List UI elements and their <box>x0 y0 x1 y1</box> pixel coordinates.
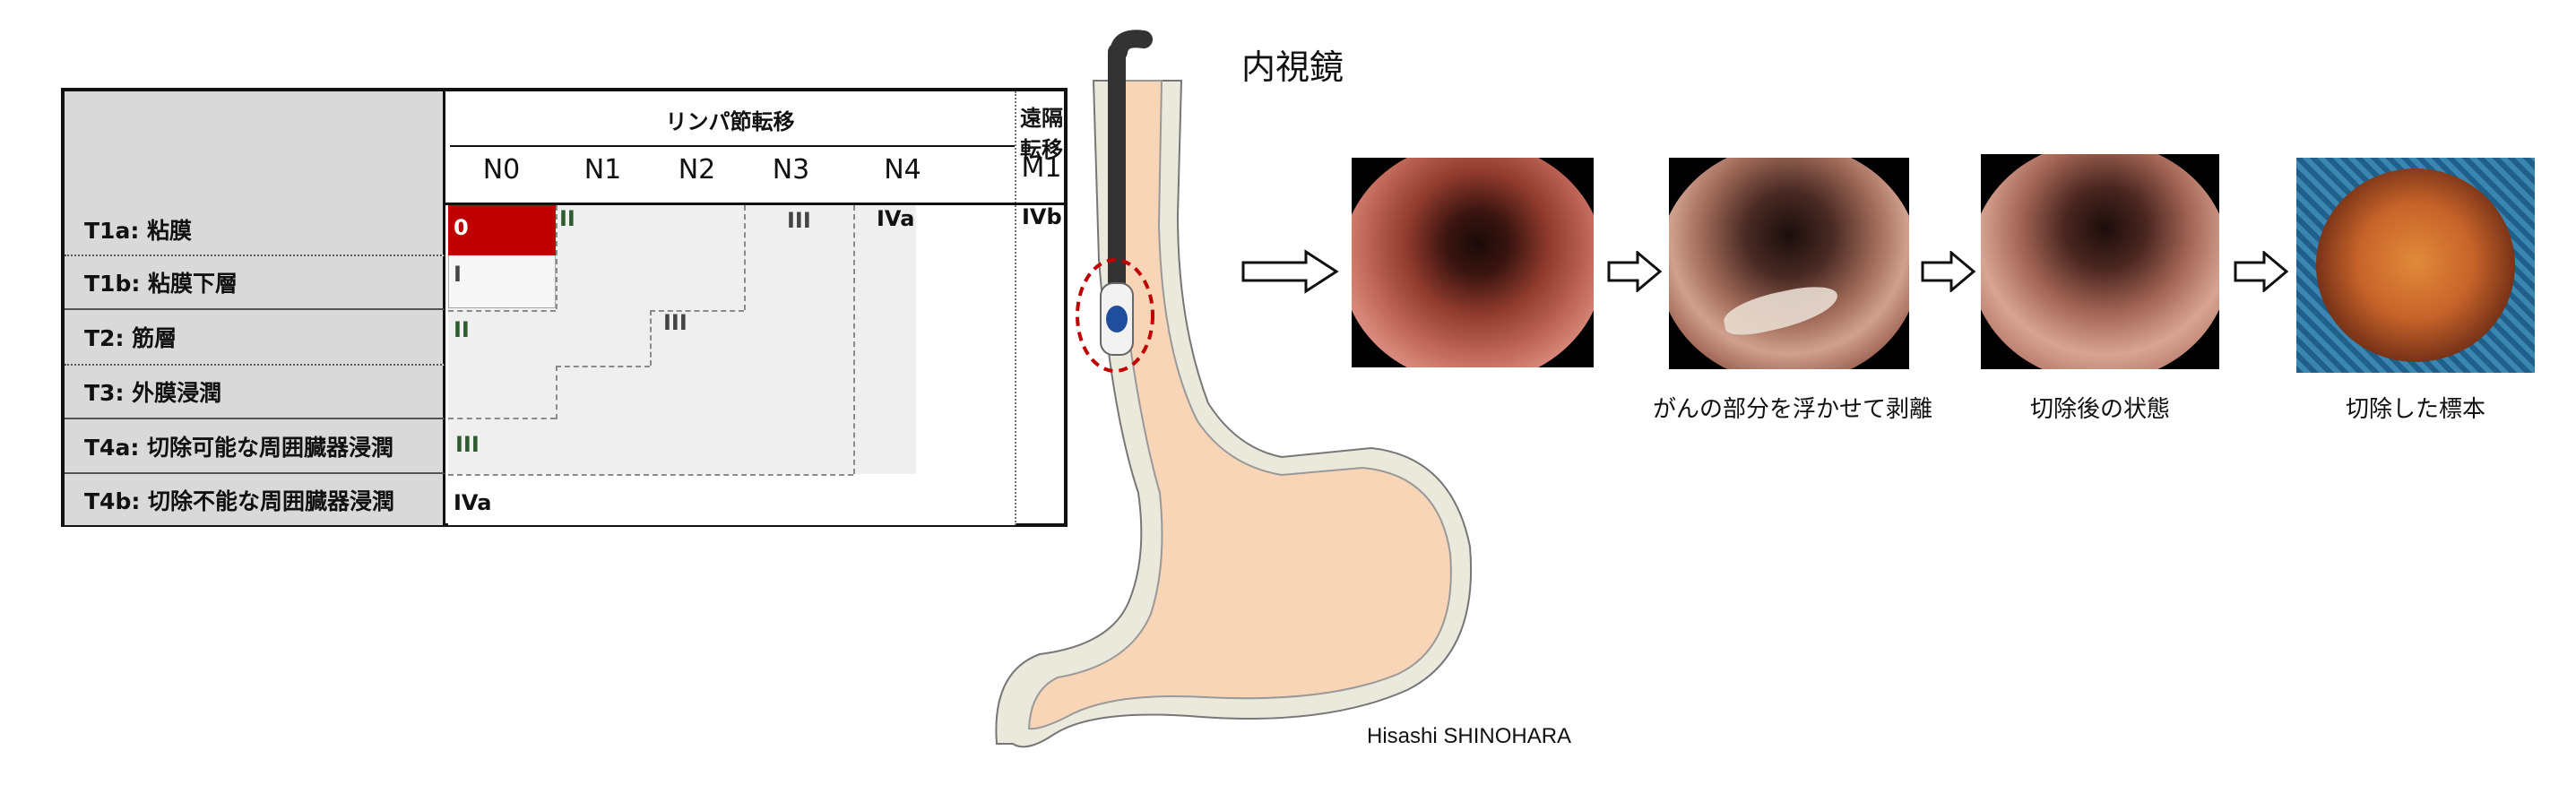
boundary-line <box>448 474 853 476</box>
stage-3-label-t1: III <box>787 208 811 233</box>
col-header-n3: N3 <box>772 154 810 185</box>
col-header-n4: N4 <box>884 154 921 185</box>
stomach-lumen <box>1027 80 1452 730</box>
col-header-n0: N0 <box>482 154 521 185</box>
stage-2-label-t2: II <box>454 317 470 342</box>
row-label-t2: T2: 筋層 <box>65 310 445 366</box>
tumor-marker <box>1106 306 1128 332</box>
endoscope-cable <box>1108 30 1153 305</box>
col-header-n2: N2 <box>678 154 716 185</box>
credit-label: Hisashi SHINOHARA <box>1367 724 1572 748</box>
arrow-right-icon <box>2234 251 2289 292</box>
row-label-t1a: T1a: 粘膜 <box>65 204 445 256</box>
boundary-line <box>650 310 744 312</box>
endoscope-label: 内視鏡 <box>1241 47 1344 87</box>
stage-2-label-t1: II <box>559 206 575 231</box>
caption-post-resection: 切除後の状態 <box>2029 396 2170 423</box>
stage-3-label-t4a: III <box>455 432 480 457</box>
distant-metastasis-header: 遠隔転移 <box>1020 106 1063 162</box>
table-corner-cell <box>65 91 445 206</box>
stage-0-cell <box>448 205 556 255</box>
header-bottom-rule <box>445 203 1066 205</box>
boundary-line <box>556 366 558 419</box>
header-divider <box>450 145 1015 147</box>
stage-4a-label-t4b: IVa <box>454 490 492 515</box>
esophagus-stomach-diagram <box>995 30 1473 748</box>
row-label-t4b: T4b: 切除不能な周囲臓器浸潤 <box>65 474 445 525</box>
stage-iva-t4b-region <box>448 474 1015 525</box>
col-header-m1: M1 <box>1021 152 1062 184</box>
boundary-line <box>448 418 556 419</box>
highlight-circle <box>1076 258 1154 373</box>
arrow-right-icon <box>1607 251 1663 292</box>
boundary-line <box>556 205 558 309</box>
boundary-line <box>650 310 652 366</box>
staging-table: リンパ節転移 遠隔転移 N0 N1 N2 N3 N4 M1 T1a: 粘膜 T1… <box>61 88 1068 527</box>
boundary-line <box>853 205 855 474</box>
endoscopy-photo-lesion <box>1352 158 1594 367</box>
stage-1-label: I <box>454 262 462 287</box>
arrow-right-icon <box>1241 249 1339 294</box>
row-label-t1b: T1b: 粘膜下層 <box>65 256 445 310</box>
boundary-line <box>556 366 650 367</box>
row-label-t4a: T4a: 切除可能な周囲臓器浸潤 <box>65 419 445 474</box>
resected-specimen-photo <box>2296 158 2535 373</box>
endoscopy-photo-dissection <box>1669 158 1909 369</box>
stage-iva-region <box>916 205 1015 474</box>
stage-1-cell <box>448 255 556 308</box>
row-label-t3: T3: 外膜浸潤 <box>65 366 445 419</box>
stage-0-label: 0 <box>454 215 469 240</box>
col-header-n1: N1 <box>583 154 622 185</box>
stage-3-label-t2: III <box>663 310 687 335</box>
caption-dissection: がんの部分を浮かせて剥離 <box>1652 396 1932 423</box>
boundary-line <box>448 310 556 312</box>
arrow-right-icon <box>1921 251 1976 292</box>
m-column-divider <box>1015 91 1016 525</box>
stage-4a-label-t1: IVa <box>877 206 915 231</box>
lymph-node-group-header: リンパ節転移 <box>665 109 795 134</box>
boundary-line <box>744 205 746 310</box>
endoscopy-photo-post-resection <box>1981 154 2219 369</box>
stage-4b-label: IVb <box>1022 204 1062 229</box>
caption-specimen: 切除した標本 <box>2345 396 2485 423</box>
